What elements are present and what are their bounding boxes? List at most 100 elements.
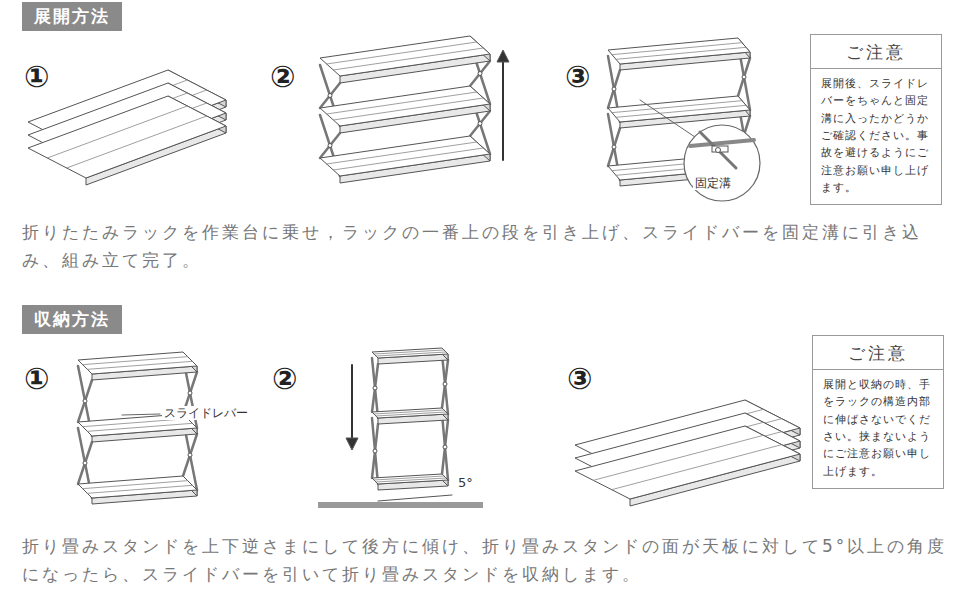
slat-line bbox=[87, 485, 192, 493]
arrow-head bbox=[346, 438, 358, 450]
slat-line bbox=[67, 116, 207, 168]
pivot-pin bbox=[83, 399, 87, 403]
pivot-pin bbox=[188, 453, 192, 457]
rack-drawing bbox=[78, 352, 197, 504]
slat-line bbox=[374, 350, 444, 354]
scissor-leg bbox=[320, 83, 340, 108]
pivot-pin bbox=[328, 144, 332, 148]
shelf-board bbox=[28, 96, 226, 178]
scissor-leg bbox=[320, 133, 340, 158]
pivot-pin bbox=[612, 87, 616, 91]
scissor-leg bbox=[608, 70, 620, 108]
slat-line bbox=[612, 101, 742, 113]
slat-line bbox=[333, 98, 483, 120]
part-label: 固定溝 bbox=[693, 176, 733, 190]
pivot-pin bbox=[612, 145, 616, 149]
slat-line bbox=[47, 106, 187, 158]
slat-line bbox=[83, 481, 188, 489]
slat-line bbox=[616, 105, 746, 117]
detail-zoom bbox=[640, 100, 760, 201]
scissor-leg bbox=[372, 364, 378, 412]
slat-line bbox=[87, 361, 192, 369]
shelf-board bbox=[320, 36, 490, 76]
pivot-pin bbox=[328, 94, 332, 98]
slat-line bbox=[376, 412, 446, 416]
leader-line bbox=[122, 414, 160, 415]
shelf-board bbox=[608, 38, 750, 64]
scissor-leg bbox=[608, 128, 620, 166]
shelf-board bbox=[372, 348, 448, 358]
shelf-board bbox=[372, 474, 448, 484]
caution-text: 展開後、スライドレバーをちゃんと固定溝に入ったかどうかご確認ください。事故を避け… bbox=[811, 69, 941, 204]
slat-line bbox=[616, 47, 746, 59]
scissor-leg bbox=[738, 58, 750, 96]
part-label: スライドレバー bbox=[162, 406, 250, 420]
fixing-groove bbox=[712, 146, 728, 152]
scissor-leg bbox=[372, 418, 378, 484]
rack-drawing bbox=[372, 348, 448, 490]
scissor-leg bbox=[442, 420, 448, 474]
arrow-shaft bbox=[351, 365, 353, 438]
rack-drawing bbox=[28, 70, 226, 185]
slat-line bbox=[87, 423, 192, 431]
direction-arrow bbox=[497, 50, 509, 160]
scissor-leg bbox=[372, 424, 378, 478]
slat-line bbox=[327, 42, 477, 64]
step-number: ① bbox=[24, 362, 49, 395]
section-heading: 展開方法 bbox=[22, 2, 122, 31]
scissor-leg bbox=[78, 442, 92, 484]
section-title: 収納方法 bbox=[34, 308, 110, 331]
rack-drawing bbox=[320, 36, 490, 183]
slat-line bbox=[376, 478, 446, 482]
scissor-leg bbox=[442, 354, 448, 414]
section-title: 展開方法 bbox=[34, 5, 110, 28]
pivot-pin bbox=[478, 72, 482, 76]
instruction-text: 折りたたみラックを作業台に乗せ，ラックの一番上の段を引き上げ、スライドバーを固定… bbox=[22, 218, 957, 274]
arrow-head bbox=[497, 50, 509, 62]
pivot-pin bbox=[742, 75, 746, 79]
slat-line bbox=[333, 148, 483, 170]
slat-line bbox=[374, 476, 444, 480]
slat-line bbox=[333, 48, 483, 70]
direction-arrow bbox=[346, 365, 358, 450]
slat-line bbox=[83, 357, 188, 365]
slat-line bbox=[612, 43, 742, 55]
pivot-pin bbox=[83, 461, 87, 465]
rack-drawing bbox=[575, 400, 800, 506]
step-number: ③ bbox=[567, 362, 592, 395]
scissor-leg bbox=[442, 414, 448, 480]
slide-pin bbox=[716, 148, 721, 153]
angle-line bbox=[378, 495, 452, 501]
scissor-leg bbox=[372, 358, 378, 418]
caution-text: 展開と収納の時、手をラックの構造内部に伸ばさないでください。挟まないようにご注意… bbox=[813, 370, 943, 488]
slat-line bbox=[327, 142, 477, 164]
pivot-pin bbox=[188, 391, 192, 395]
caution-box: ご注意展開後、スライドレバーをちゃんと固定溝に入ったかどうかご確認ください。事故… bbox=[810, 34, 942, 205]
slat-line bbox=[376, 352, 446, 356]
pivot-pin bbox=[373, 449, 377, 453]
step-number: ① bbox=[24, 60, 49, 93]
angle-label: 5° bbox=[458, 476, 473, 490]
section-heading: 収納方法 bbox=[22, 305, 122, 334]
slat-line bbox=[612, 445, 782, 490]
slat-line bbox=[593, 435, 763, 480]
scissor-leg bbox=[700, 132, 736, 168]
pivot-pin bbox=[373, 386, 377, 390]
shelf-board bbox=[78, 352, 197, 374]
scissor-leg bbox=[470, 61, 490, 86]
pivot-pin bbox=[443, 382, 447, 386]
pivot-pin bbox=[478, 122, 482, 126]
slat-line bbox=[327, 92, 477, 114]
worktop bbox=[318, 502, 483, 508]
caution-box: ご注意展開と収納の時、手をラックの構造内部に伸ばさないでください。挟まないように… bbox=[812, 335, 944, 489]
zoom-circle bbox=[684, 125, 760, 201]
scissor-leg bbox=[78, 380, 92, 422]
shelf-board bbox=[372, 408, 448, 418]
shelf-board bbox=[575, 426, 800, 499]
scissor-leg bbox=[470, 111, 490, 136]
shelf-board bbox=[78, 476, 197, 498]
shelf-board bbox=[320, 86, 490, 126]
board-edge bbox=[690, 140, 754, 146]
step-number: ② bbox=[270, 60, 295, 93]
